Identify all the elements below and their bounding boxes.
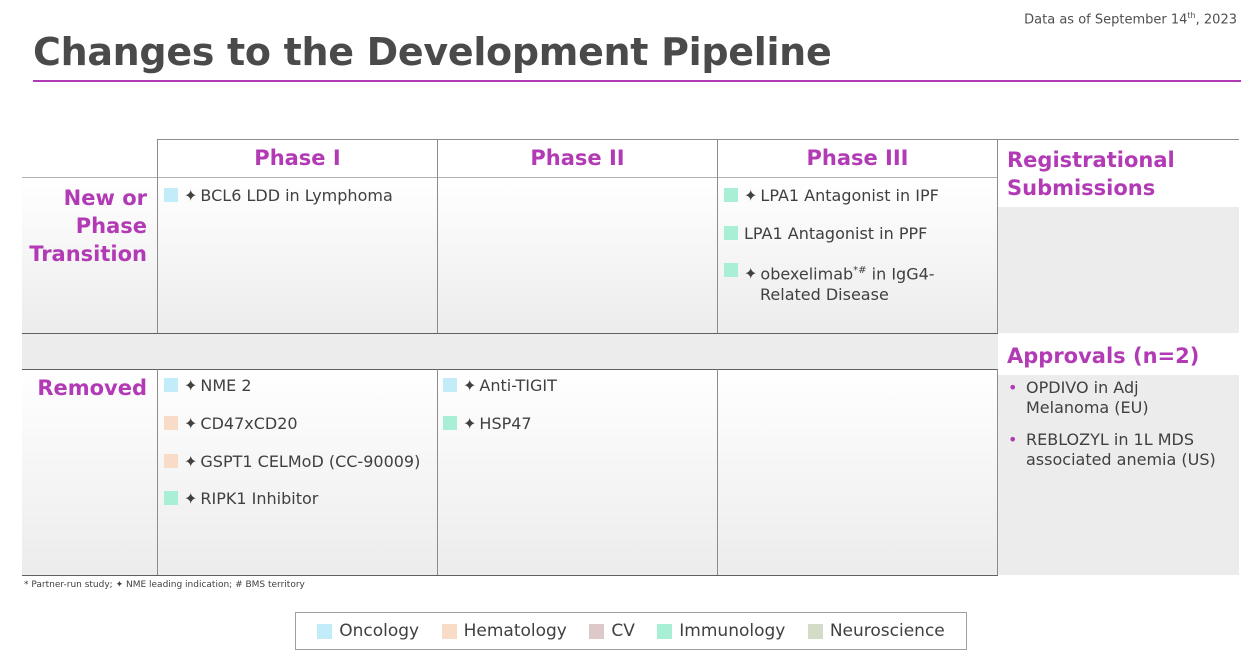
column-header-phase3: Phase III [806, 146, 909, 170]
grid-line [437, 139, 438, 333]
star-icon: ✦ [184, 186, 198, 205]
immunology-swatch [657, 623, 673, 639]
pipeline-item: ✦NME 2 [164, 375, 252, 396]
column-header-phase1: Phase I [254, 146, 341, 170]
star-icon: ✦ [184, 452, 198, 471]
column-header-phase2: Phase II [530, 146, 625, 170]
star-icon: ✦ [184, 414, 198, 433]
grid-line [157, 139, 158, 333]
registrational-submissions-title: Registrational Submissions [1007, 148, 1175, 200]
cv-swatch [589, 623, 605, 639]
registrational-panel [998, 207, 1239, 333]
star-icon: ✦ [744, 264, 758, 284]
hematology-swatch [164, 416, 178, 430]
grid-line [22, 333, 998, 334]
star-icon: ✦ [184, 489, 198, 508]
grid-line [22, 575, 998, 576]
oncology-swatch [317, 623, 333, 639]
hematology-swatch [164, 454, 178, 468]
oncology-swatch [164, 378, 178, 392]
grid-line [717, 139, 718, 333]
pipeline-item: ✦obexelimab*# in IgG4- Related Disease [724, 260, 935, 305]
grid-line [717, 369, 718, 575]
legend-item-hematology: Hematology [441, 621, 567, 641]
grid-line [22, 177, 998, 178]
legend-item-neuroscience: Neuroscience [807, 621, 945, 641]
title-divider [33, 80, 1241, 82]
row-label-removed: Removed [37, 376, 147, 400]
approvals-panel [998, 375, 1239, 575]
immunology-swatch [164, 491, 178, 505]
data-date: Data as of September 14th, 2023 [1024, 11, 1237, 28]
grid-line [997, 369, 998, 575]
pipeline-item: ✦HSP47 [443, 413, 532, 434]
therapeutic-area-legend: Oncology Hematology CV Immunology Neuros… [295, 612, 967, 650]
pipeline-item: ✦GSPT1 CELMoD (CC-90009) [164, 451, 420, 472]
immunology-swatch [724, 263, 738, 277]
legend-item-immunology: Immunology [657, 621, 785, 641]
hematology-swatch [441, 623, 457, 639]
registrational-header-bg [998, 139, 1239, 208]
grid-line [157, 369, 158, 575]
immunology-swatch [724, 188, 738, 202]
immunology-swatch [724, 226, 738, 240]
star-icon: ✦ [184, 376, 198, 395]
pipeline-item: ✦CD47xCD20 [164, 413, 298, 434]
pipeline-item: LPA1 Antagonist in PPF [724, 223, 927, 244]
pipeline-item: ✦RIPK1 Inhibitor [164, 488, 318, 509]
legend-item-oncology: Oncology [317, 621, 419, 641]
page-title: Changes to the Development Pipeline [33, 30, 832, 74]
star-icon: ✦ [463, 414, 477, 433]
removed-row-band [22, 369, 998, 575]
spacer-band [22, 333, 998, 369]
pipeline-item: ✦LPA1 Antagonist in IPF [724, 185, 939, 206]
approvals-title: Approvals (n=2) [1007, 344, 1200, 368]
pipeline-item: ✦Anti-TIGIT [443, 375, 557, 396]
grid-line [437, 369, 438, 575]
grid-line [997, 139, 998, 333]
star-icon: ✦ [463, 376, 477, 395]
star-icon: ✦ [744, 186, 758, 205]
new-row-band [22, 177, 998, 333]
oncology-swatch [443, 378, 457, 392]
neuroscience-swatch [807, 623, 823, 639]
row-label-new: New or Phase Transition [29, 186, 147, 266]
immunology-swatch [443, 416, 457, 430]
grid-line [22, 369, 998, 370]
legend-item-cv: CV [589, 621, 635, 641]
oncology-swatch [164, 188, 178, 202]
pipeline-item: ✦BCL6 LDD in Lymphoma [164, 185, 393, 206]
footnote: * Partner-run study; ✦ NME leading indic… [24, 580, 305, 590]
grid-line [157, 139, 998, 140]
